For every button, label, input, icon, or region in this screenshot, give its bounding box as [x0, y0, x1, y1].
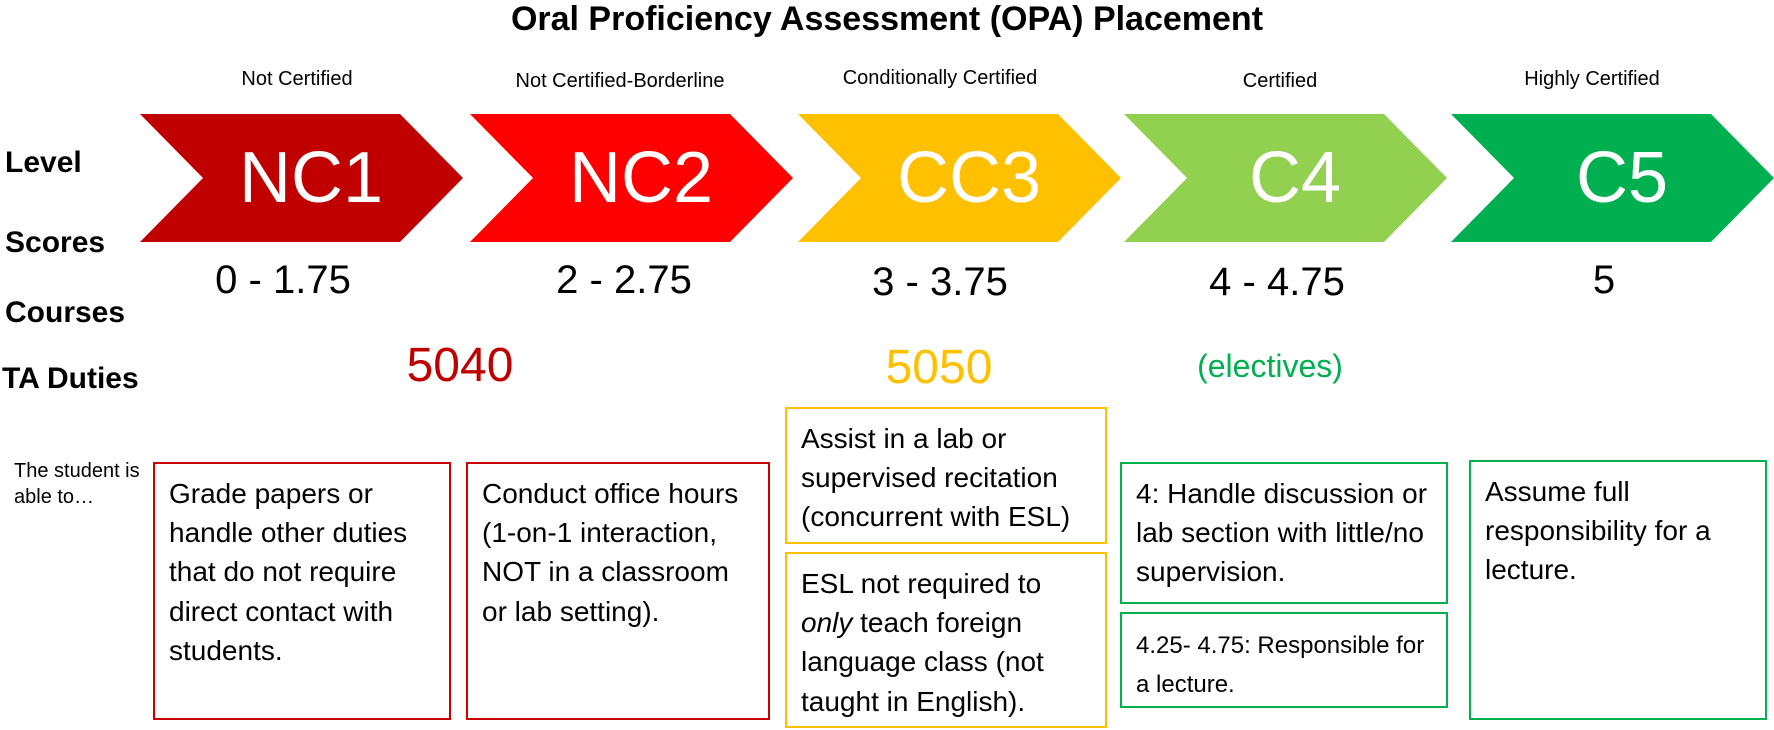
duty-text-cc3-b: ESL not required to only teach foreign l…: [801, 568, 1044, 717]
duty-text-cc3-a: Assist in a lab or supervised recitation…: [801, 423, 1071, 533]
course-5050: 5050: [885, 341, 993, 394]
duty-box-cc3-b: ESL not required to only teach foreign l…: [785, 552, 1107, 728]
course-electives: (electives): [1197, 348, 1343, 384]
chevron-c5: [1451, 114, 1774, 242]
duty-box-c4-b: 4.25- 4.75: Responsible for a lecture.: [1120, 612, 1448, 708]
duty-text-c4-a: 4: Handle discussion or lab section with…: [1136, 478, 1428, 588]
level-code-cc3: CC3: [896, 138, 1042, 218]
level-code-c4: C4: [1248, 138, 1342, 218]
student-note: The student is able to…: [14, 460, 140, 508]
duty-text-c4-b: 4.25- 4.75: Responsible for a lecture.: [1136, 632, 1425, 699]
score-c5: 5: [1592, 258, 1616, 302]
chevron-nc1: [140, 114, 463, 242]
level-name-cc3: Conditionally Certified: [842, 67, 1038, 89]
score-c4: 4 - 4.75: [1209, 260, 1345, 304]
score-cc3: 3 - 3.75: [872, 260, 1008, 304]
course-5040: 5040: [406, 339, 514, 392]
duty-box-c5: Assume full responsibility for a lecture…: [1469, 460, 1767, 720]
chevron-c4: [1124, 114, 1447, 242]
duty-box-cc3-a: Assist in a lab or supervised recitation…: [785, 407, 1107, 544]
duty-text-c5: Assume full responsibility for a lecture…: [1485, 476, 1711, 586]
level-name-c4: Certified: [1242, 70, 1318, 92]
level-code-nc2: NC2: [568, 138, 714, 218]
level-code-c5: C5: [1575, 138, 1669, 218]
score-nc2: 2 - 2.75: [556, 258, 692, 302]
duty-box-c4-a: 4: Handle discussion or lab section with…: [1120, 462, 1448, 604]
duty-box-nc2: Conduct office hours (1-on-1 interaction…: [466, 462, 770, 720]
level-name-c5: Highly Certified: [1524, 68, 1660, 90]
chevron-nc2: [470, 114, 793, 242]
score-nc1: 0 - 1.75: [215, 258, 351, 302]
duty-box-nc1: Grade papers or handle other duties that…: [153, 462, 451, 720]
page-title: Oral Proficiency Assessment (OPA) Placem…: [510, 0, 1264, 38]
level-name-nc2: Not Certified-Borderline: [515, 70, 725, 92]
level-code-nc1: NC1: [238, 138, 384, 218]
row-label-courses: Courses: [5, 296, 126, 329]
row-label-ta-duties: TA Duties: [2, 362, 139, 395]
duty-text-nc1: Grade papers or handle other duties that…: [169, 478, 408, 666]
row-label-scores: Scores: [5, 226, 106, 259]
duty-text-nc2: Conduct office hours (1-on-1 interaction…: [482, 478, 739, 627]
chevron-cc3: [798, 114, 1121, 242]
row-label-level: Level: [5, 146, 82, 179]
level-name-nc1: Not Certified: [241, 68, 353, 90]
